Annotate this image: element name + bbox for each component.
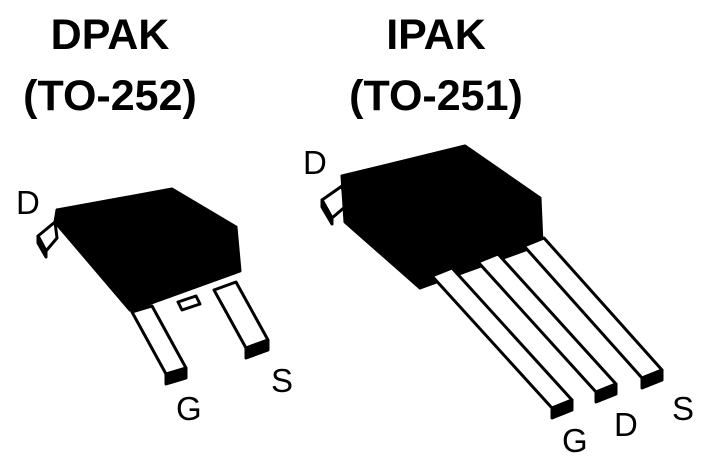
dpak-pin-label-source: S bbox=[271, 362, 294, 399]
dpak-source-lead bbox=[212, 280, 270, 350]
dpak-package-code: (TO-252) bbox=[23, 72, 197, 120]
dpak-gate-lead bbox=[130, 304, 188, 376]
ipak-pin-label-source: S bbox=[672, 390, 695, 427]
ipak-pin-label-drain-lead: D bbox=[614, 406, 638, 443]
dpak-body-front bbox=[128, 225, 242, 312]
dpak-pin-label-gate: G bbox=[176, 390, 202, 427]
ipak-pin-label-drain: D bbox=[303, 144, 327, 181]
ipak-title: IPAK bbox=[386, 11, 486, 59]
ipak-pin-label-gate: G bbox=[562, 422, 588, 459]
ipak-package-code: (TO-251) bbox=[349, 72, 523, 120]
dpak-title: DPAK bbox=[50, 11, 170, 59]
dpak-package bbox=[36, 187, 270, 386]
dpak-center-stub bbox=[176, 294, 202, 312]
ipak-package bbox=[320, 144, 664, 420]
dpak-pin-label-drain: D bbox=[16, 184, 40, 221]
